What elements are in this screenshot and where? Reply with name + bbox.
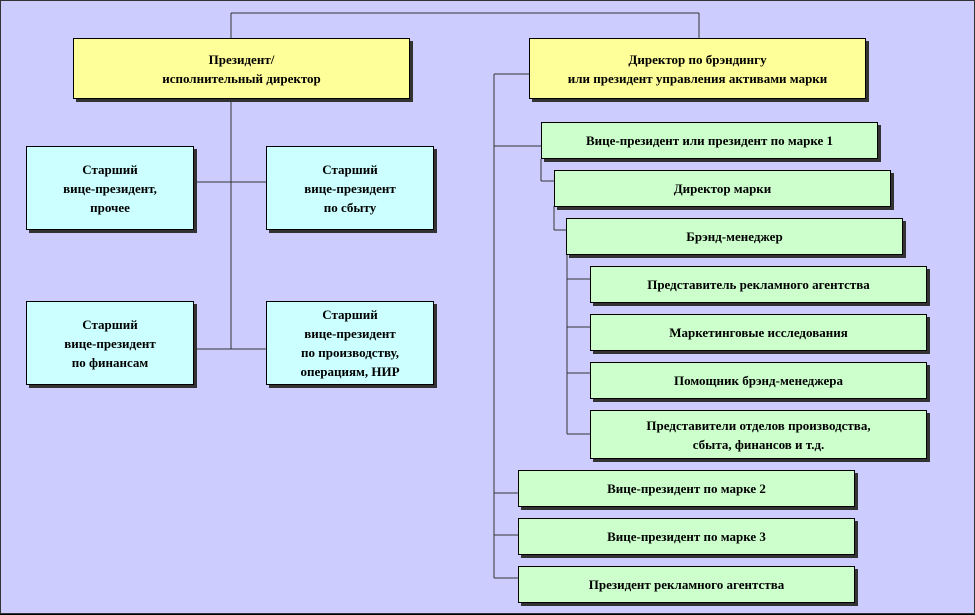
brand-manager-box: Брэнд-менеджер — [566, 218, 903, 255]
vp-brand1-box: Вице-президент или президент по марке 1 — [541, 122, 878, 159]
svp-other-box: Старший вице-президент, прочее — [26, 146, 194, 230]
agency-rep-box: Представитель рекламного агентства — [590, 266, 927, 303]
svp-sales-box: Старший вице-президент по сбыту — [266, 146, 434, 230]
brand-director-1-box: Директор марки — [554, 170, 891, 207]
marketing-research-box: Маркетинговые исследования — [590, 314, 927, 351]
svp-finance-box: Старший вице-президент по финансам — [26, 301, 194, 385]
dept-reps-box: Представители отделов производства, сбыт… — [590, 410, 927, 459]
agency-president-box: Президент рекламного агентства — [518, 566, 855, 603]
vp-brand3-box: Вице-президент по марке 3 — [518, 518, 855, 555]
svp-production-box: Старший вице-президент по производству, … — [266, 301, 434, 385]
president-box: Президент/ исполнительный директор — [73, 38, 410, 99]
assistant-bm-box: Помощник брэнд-менеджера — [590, 362, 927, 399]
vp-brand2-box: Вице-президент по марке 2 — [518, 470, 855, 507]
brand-director-box: Директор по брэндингу или президент упра… — [529, 38, 866, 99]
